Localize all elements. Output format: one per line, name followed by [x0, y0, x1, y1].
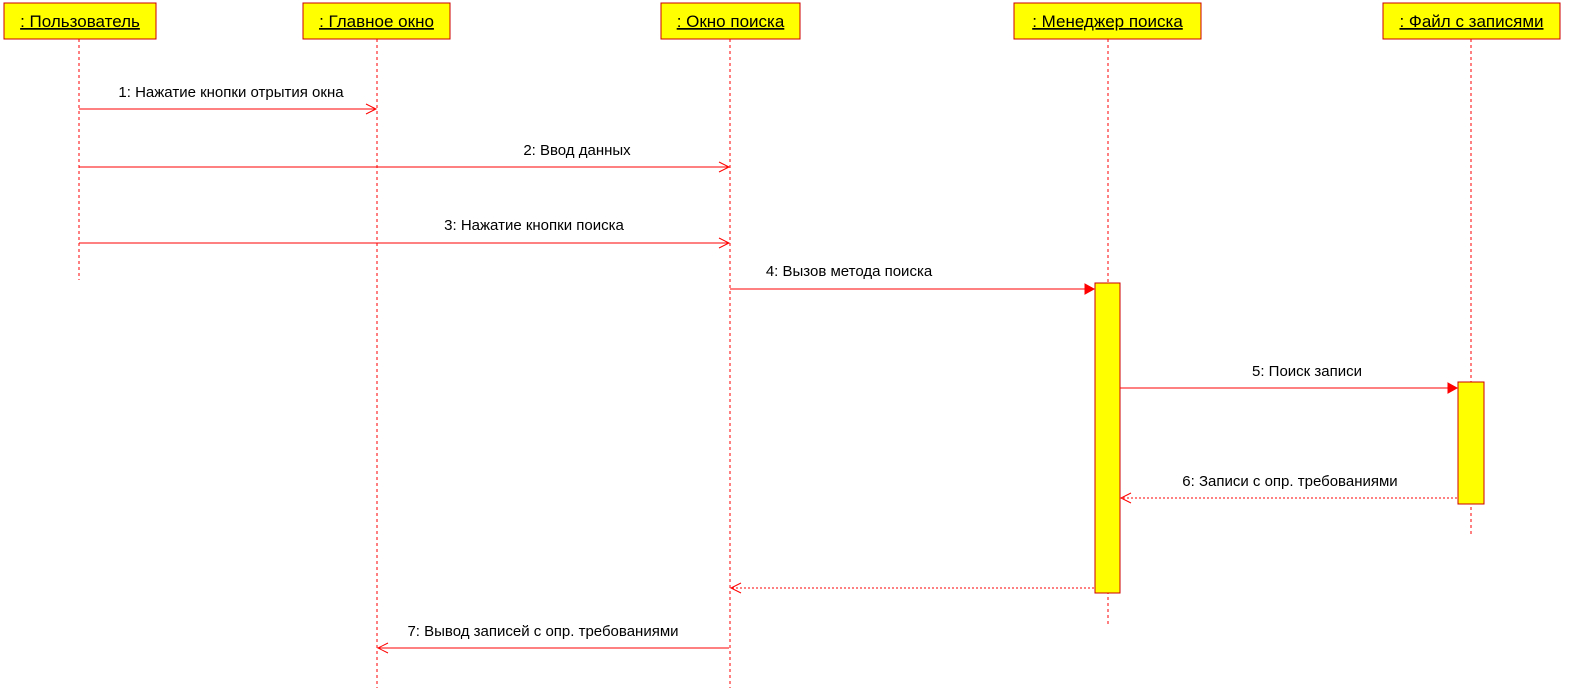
lifeline-head-records-file: : Файл с записями: [1382, 2, 1561, 40]
message-3: 3: Нажатие кнопки поиска: [79, 217, 731, 249]
activation-bar-search-manager: [1094, 282, 1121, 594]
message-4: 4: Вызов метода поиска: [730, 263, 1096, 295]
lifeline-heads: : Пользователь : Главное окно : Окно поиск…: [3, 2, 1561, 40]
lifeline-head-search-window: : Окно поиска: [660, 2, 801, 40]
lifeline-head-label: : Файл с записями: [1399, 12, 1543, 31]
message-label: 7: Вывод записей с опр. требованиями: [407, 623, 678, 640]
lifeline-head-user: : Пользователь: [3, 2, 157, 40]
message-label: 6: Записи с опр. требованиями: [1182, 473, 1397, 490]
messages: 1: Нажатие кнопки отрытия окна 2: Ввод да…: [79, 84, 1459, 654]
message-2: 2: Ввод данных: [79, 142, 731, 173]
lifeline-head-label: : Пользователь: [20, 12, 140, 31]
message-label: 1: Нажатие кнопки отрытия окна: [118, 84, 344, 101]
message-7: [729, 582, 1094, 594]
message-1: 1: Нажатие кнопки отрытия окна: [79, 84, 378, 115]
lifeline-head-box: [1013, 2, 1202, 40]
lifeline-head-label: : Менеджер поиска: [1032, 12, 1183, 31]
message-label: 3: Нажатие кнопки поиска: [444, 217, 624, 234]
message-label: 4: Вызов метода поиска: [766, 263, 933, 280]
message-label: 5: Поиск записи: [1252, 363, 1362, 380]
message-8: 7: Вывод записей с опр. требованиями: [376, 623, 729, 654]
arrowhead-filled: [1447, 382, 1459, 394]
lifeline-head-box: [1382, 2, 1561, 40]
message-label: 2: Ввод данных: [523, 142, 631, 159]
lifeline-head-main-window: : Главное окно: [302, 2, 451, 40]
lifeline-head-label: : Главное окно: [319, 12, 434, 31]
lifeline-head-box: [302, 2, 451, 40]
arrowhead-open: [729, 582, 742, 594]
message-5: 5: Поиск записи: [1120, 363, 1459, 394]
arrowhead-open: [718, 237, 731, 249]
activation-bars: [1094, 282, 1485, 594]
arrowhead-filled: [1084, 283, 1096, 295]
message-6: 6: Записи с опр. требованиями: [1119, 473, 1457, 504]
lifeline-head-search-manager: : Менеджер поиска: [1013, 2, 1202, 40]
arrowhead-open: [376, 642, 389, 654]
arrowhead-open: [365, 103, 378, 115]
arrowhead-open: [1119, 492, 1132, 504]
activation-bar-records-file: [1457, 381, 1485, 505]
lifeline-head-label: : Окно поиска: [677, 12, 785, 31]
lifeline-head-box: [3, 2, 157, 40]
arrowhead-open: [718, 161, 731, 173]
lifeline-head-box: [660, 2, 801, 40]
